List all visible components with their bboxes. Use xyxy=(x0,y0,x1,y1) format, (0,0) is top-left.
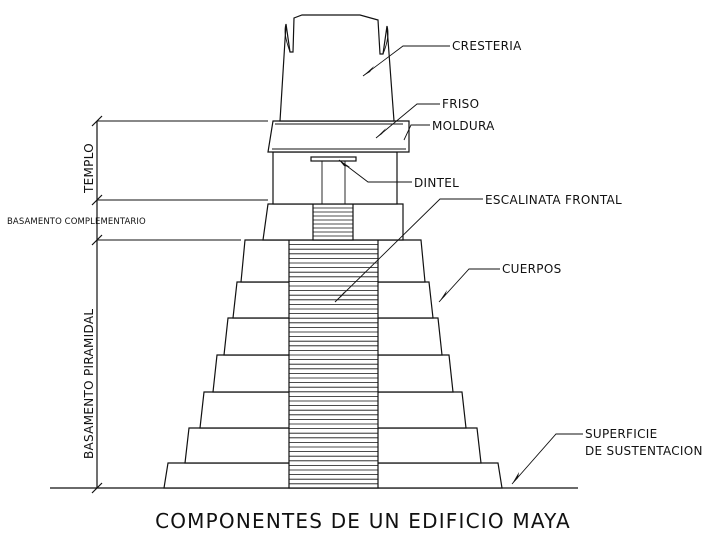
temple xyxy=(272,151,398,205)
label-escalinata: ESCALINATA FRONTAL xyxy=(485,193,622,207)
frontal-stair xyxy=(288,239,379,489)
label-templo: TEMPLO xyxy=(82,143,96,194)
leader-lines xyxy=(334,45,583,485)
label-cresteria: CRESTERIA xyxy=(452,39,522,53)
label-dintel: DINTEL xyxy=(414,176,459,190)
frieze xyxy=(267,120,410,153)
label-basamento-complementario: BASAMENTO COMPLEMENTARIO xyxy=(7,217,146,227)
label-superficie-2: DE SUSTENTACION xyxy=(585,444,703,458)
label-cuerpos: CUERPOS xyxy=(502,262,561,276)
dintel-lintel xyxy=(310,156,357,162)
label-superficie-1: SUPERFICIE xyxy=(585,427,658,441)
roof-comb xyxy=(279,14,395,122)
label-basamento-piramidal: BASAMENTO PIRAMIDAL xyxy=(82,309,96,459)
caption: COMPONENTES DE UN EDIFICIO MAYA xyxy=(155,509,571,533)
dimension-lines xyxy=(91,115,268,494)
complementary-base xyxy=(262,203,404,241)
pyramid-tiers xyxy=(163,239,503,489)
label-friso: FRISO xyxy=(442,97,479,111)
label-moldura: MOLDURA xyxy=(432,119,495,133)
